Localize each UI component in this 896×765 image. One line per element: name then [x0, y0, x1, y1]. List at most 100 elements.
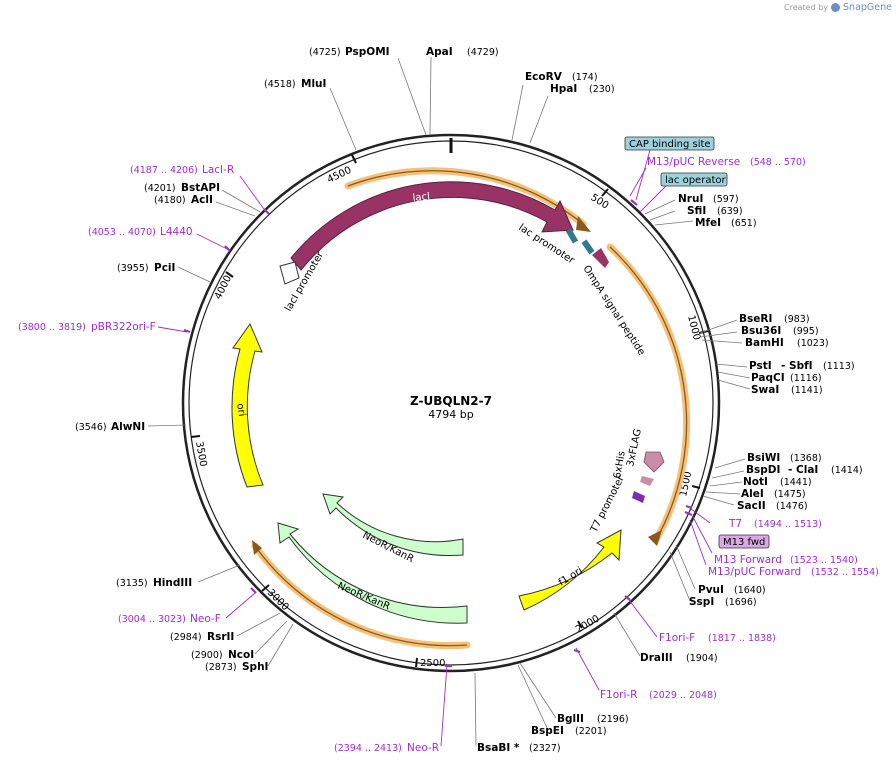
plasmid-name: Z-UBQLN2-7: [410, 394, 492, 408]
primer-pos-t7: (1494 .. 1513): [754, 519, 822, 530]
site-name-acli: AclI: [191, 194, 213, 206]
site-pos-bsiwi: (1368): [790, 453, 822, 464]
site-name-draiii: DraIII: [640, 652, 673, 664]
primer-name-f1ori-r: F1ori-R: [600, 689, 637, 701]
cap-binding-box: CAP binding site: [624, 136, 715, 151]
site-name-paqci: PaqCI: [751, 372, 785, 384]
lac-operator-box: lac operator: [660, 172, 728, 187]
site-pos-bspdi: (1414): [831, 465, 863, 476]
primer-name-m13-puc-forward: M13/pUC Forward: [708, 566, 801, 578]
primer-pos-laci-r: (4187 .. 4206): [130, 165, 198, 176]
snapgene-credit: Created by SnapGene: [784, 2, 892, 13]
site-pos-bsabi: (2327): [529, 743, 561, 754]
primer-pos-m13-forward: (1523 .. 1540): [790, 555, 858, 566]
primer-pos-neo-f: (3004 .. 3023): [118, 614, 186, 625]
primer-markers: [183, 199, 693, 668]
site-name-sbfi: - SbfI: [781, 360, 813, 372]
site-pos-ncoi: (2900): [191, 650, 223, 661]
site-pos-noti: (1441): [780, 477, 812, 488]
site-pos-pcii: (3955): [117, 263, 149, 274]
site-name-psti: PstI: [749, 360, 772, 372]
site-name-bspei: BspEI: [531, 725, 564, 737]
flag-label: 3xFLAG: [625, 428, 644, 468]
flag-arrow: [643, 451, 665, 473]
lacI-feature: [290, 181, 574, 271]
site-pos-alwni: (3546): [75, 422, 107, 433]
site-name-pspomi: PspOMI: [345, 46, 390, 58]
cap-binding-feature: [565, 228, 579, 244]
site-pos-bsu36i: (995): [793, 326, 819, 337]
neo-label-2: NeoR/KanR: [336, 581, 392, 613]
site-pos-mlui: (4518): [264, 79, 296, 90]
highlight-arcs: [251, 167, 691, 650]
site-name-nrui: NruI: [678, 193, 703, 205]
site-pos-nrui: (597): [713, 194, 739, 205]
site-pos-bglii: (2196): [597, 714, 629, 725]
primer-name-m13-forward: M13 Forward: [714, 554, 782, 566]
site-name-sspi: SspI: [689, 596, 714, 608]
site-name-hindiii: HindIII: [153, 577, 192, 589]
primer-name-t7: T7: [728, 518, 742, 530]
ori-feature: [231, 322, 264, 488]
site-pos-paqci: (1116): [790, 373, 822, 384]
primer-pos-neo-r: (2394 .. 2413): [334, 743, 402, 754]
plasmid-length: 4794 bp: [428, 408, 473, 421]
neo-feature-1: [322, 493, 464, 557]
site-name-hpai: HpaI: [550, 83, 577, 95]
site-pos-alei: (1475): [774, 489, 806, 500]
site-pos-draiii: (1904): [686, 653, 718, 664]
primer-name-neo-f: Neo-F: [190, 613, 221, 625]
lacI-label: lacI: [412, 191, 430, 204]
primer-name-neo-r: Neo-R: [407, 742, 439, 754]
tick-label-3500: 3500: [193, 441, 208, 468]
site-name-mfei: MfeI: [695, 217, 721, 229]
primer-pos-m13-reverse: (548 .. 570): [750, 157, 806, 168]
site-pos-sfii: (639): [717, 206, 743, 217]
primer-leaders: [157, 149, 713, 747]
site-name-pcii: PciI: [154, 262, 175, 274]
site-pos-psti: (1113): [823, 361, 855, 372]
t7-promoter-arrow: [632, 491, 645, 503]
primer-pos-f1ori-r: (2029 .. 2048): [649, 690, 717, 701]
site-pos-bseri: (983): [784, 314, 810, 325]
primer-labels: (4187 .. 4206) LacI-R (4053 .. 4070) L44…: [18, 156, 879, 754]
site-name-bglii: BglII: [557, 713, 584, 725]
m13-fwd-box: M13 fwd: [718, 534, 770, 549]
m13-fwd-box-label: M13 fwd: [723, 537, 765, 548]
primer-name-laci-r: LacI-R: [202, 164, 234, 176]
enzyme-sites: (4725) PspOMI ApaI (4729) (4518) MluI Ec…: [75, 46, 863, 754]
primer-pos-l4440: (4053 .. 4070): [88, 227, 156, 238]
highlight-arrow-3: [252, 540, 262, 555]
tick-label-500: 500: [588, 192, 610, 211]
site-pos-bspei: (2201): [575, 726, 607, 737]
primer-name-m13-reverse: M13/pUC Reverse: [647, 156, 740, 168]
site-name-bseri: BseRI: [739, 313, 772, 325]
ompA-arrow: [592, 248, 609, 268]
t7-promoter-label: T7 promoter: [588, 473, 627, 535]
site-name-swai: SwaI: [751, 384, 779, 396]
site-pos-rsrii: (2984): [170, 632, 202, 643]
site-name-sacii: SacII: [737, 500, 766, 512]
primer-name-f1ori-f: F1ori-F: [659, 632, 695, 644]
site-pos-sphi: (2873): [205, 662, 237, 673]
site-name-ncoi: NcoI: [228, 649, 254, 661]
site-name-apai: ApaI: [426, 46, 453, 58]
site-name-bsiwi: BsiWI: [747, 452, 780, 464]
site-pos-sacii: (1476): [776, 501, 808, 512]
site-pos-pvui: (1640): [734, 585, 766, 596]
site-name-bsu36i: Bsu36I: [741, 325, 781, 337]
site-name-sphi: SphI: [242, 661, 268, 673]
primer-name-l4440: L4440: [160, 226, 193, 238]
site-name-noti: NotI: [743, 476, 768, 488]
site-name-alwni: AlwNI: [111, 421, 145, 433]
primer-pos-f1ori-f: (1817 .. 1838): [708, 633, 776, 644]
primer-name-pbr322: pBR322ori-F: [91, 321, 156, 333]
highlight-arrow-1: [576, 216, 591, 232]
site-name-sfii: SfiI: [687, 205, 706, 217]
site-name-bsabi: BsaBI *: [477, 742, 520, 754]
site-name-bspdi: BspDI: [746, 464, 780, 476]
primer-pos-m13-puc-forward: (1532 .. 1554): [811, 567, 879, 578]
site-pos-bamhi: (1023): [797, 338, 829, 349]
coordinate-ticks: [190, 154, 709, 668]
backbone-outer: [181, 133, 721, 673]
